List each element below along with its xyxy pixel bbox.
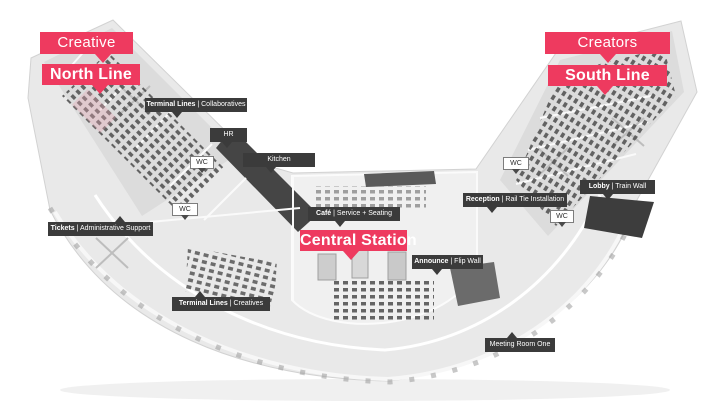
label-wc-south-upper: WC [503, 157, 529, 174]
banner-south-line-label: South Line [565, 67, 650, 84]
label-reception: Reception | Rail Tie Installation [463, 193, 567, 213]
label-kitchen: Kitchen [243, 153, 315, 173]
train-wall [584, 196, 654, 238]
banner-creative-label: Creative [57, 34, 116, 51]
cafe-back-wall [364, 171, 436, 187]
label-wc-west: WC [172, 203, 198, 220]
label-wc-west-text: WC [179, 206, 191, 213]
label-announce-bold: Announce [414, 258, 449, 265]
label-lobby-rest: | Train Wall [609, 183, 647, 190]
banner-creators: Creators [545, 32, 670, 63]
label-terminal-collaboratives: Terminal Lines | Collaboratives [145, 98, 247, 118]
label-announce-rest: | Flip Wall [448, 258, 481, 265]
label-cafe: Café | Service + Seating [308, 207, 400, 227]
inner-arc-wall [93, 194, 602, 352]
label-reception-bold: Reception [465, 196, 500, 203]
banner-south-line: South Line [548, 65, 667, 95]
label-wc-south-lower: WC [550, 210, 574, 227]
label-lobby: Lobby | Train Wall [580, 180, 655, 200]
flip-wall [450, 262, 500, 306]
label-terminal-collaboratives-rest: | Collaboratives [195, 101, 246, 108]
label-tickets-bold: Tickets [50, 225, 75, 232]
banner-creative: Creative [40, 32, 133, 63]
label-wc-north-text: WC [196, 159, 208, 166]
label-wc-south-upper-text: WC [510, 160, 522, 167]
label-cafe-rest: | Service + Seating [331, 210, 392, 217]
arc-windows [47, 199, 643, 385]
label-announce: Announce | Flip Wall [412, 255, 483, 275]
label-tickets: Tickets | Administrative Support [48, 216, 153, 236]
label-terminal-creatives-rest: | Creatives [227, 300, 264, 307]
south-wing-desks [516, 48, 676, 226]
banner-central-station: Central Station [300, 230, 417, 260]
banner-north-line: North Line [42, 64, 140, 94]
cafe-tables [316, 186, 426, 208]
red-chairs [72, 89, 116, 133]
label-lobby-bold: Lobby [588, 183, 610, 190]
label-meeting-room-one: Meeting Room One [485, 332, 555, 352]
central-station-seating [330, 278, 434, 322]
label-meeting-room-one-text: Meeting Room One [489, 341, 551, 348]
central-station-kiosks [317, 247, 407, 281]
label-terminal-creatives-bold: Terminal Lines [178, 300, 228, 307]
label-hr-text: HR [223, 131, 234, 138]
banner-north-line-label: North Line [50, 66, 132, 83]
outer-arc-wall [53, 202, 636, 382]
ground-shadow [60, 379, 670, 401]
label-cafe-bold: Café [316, 210, 332, 217]
label-wc-north: WC [190, 156, 214, 173]
creatives-desks [185, 246, 277, 308]
label-kitchen-text: Kitchen [267, 156, 291, 163]
label-tickets-rest: | Administrative Support [74, 225, 151, 232]
banner-creators-label: Creators [577, 34, 638, 51]
label-terminal-collaboratives-bold: Terminal Lines [146, 101, 196, 108]
banner-central-station-label: Central Station [300, 232, 417, 249]
label-hr: HR [210, 128, 247, 148]
label-reception-rest: | Rail Tie Installation [499, 196, 565, 203]
label-terminal-creatives: Terminal Lines | Creatives [172, 291, 270, 311]
label-wc-south-lower-text: WC [556, 213, 568, 220]
